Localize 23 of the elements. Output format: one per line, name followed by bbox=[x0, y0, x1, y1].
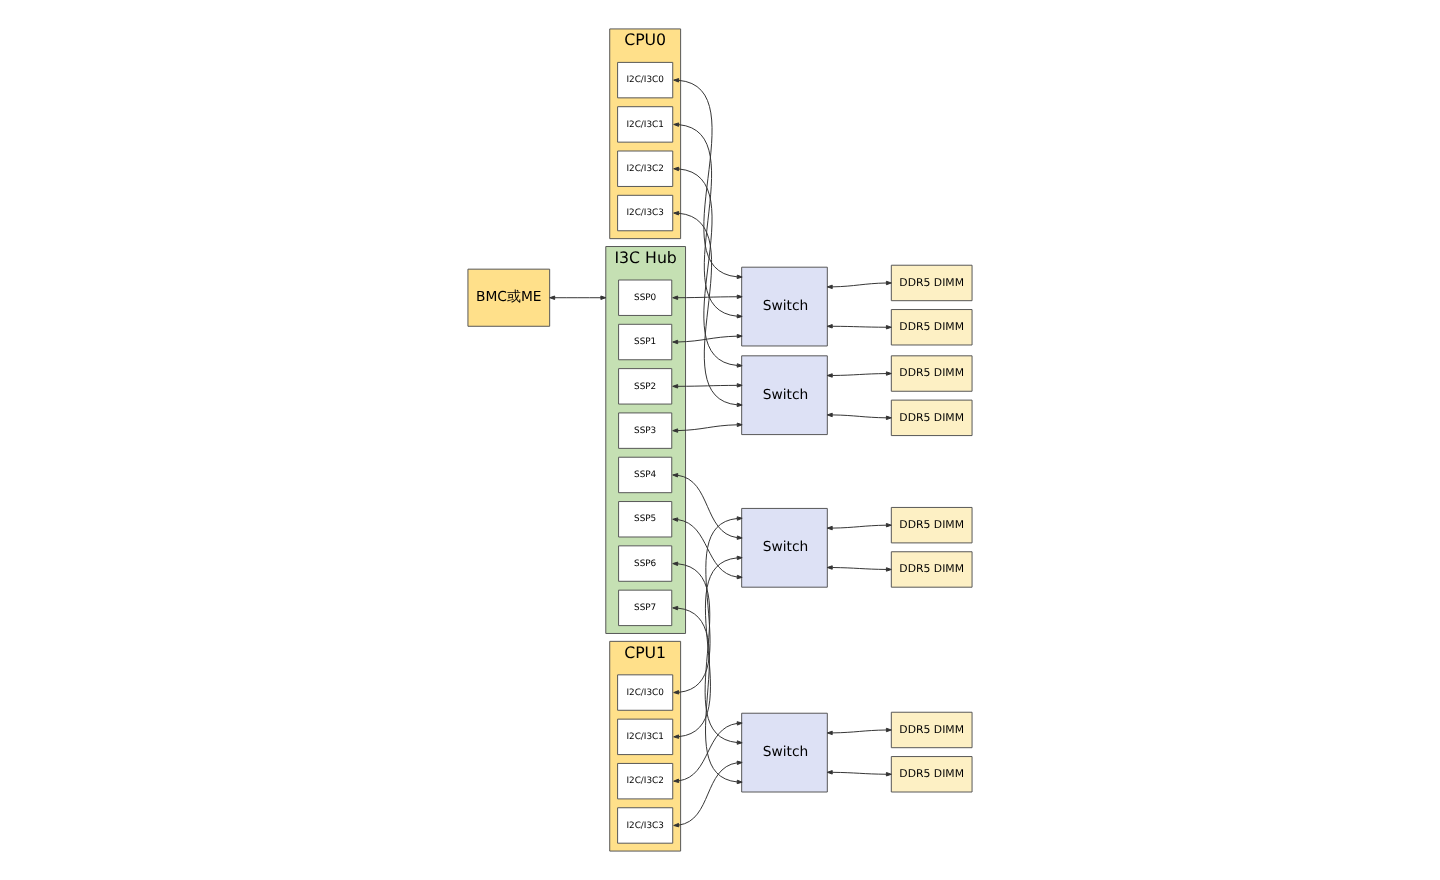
arrow bbox=[673, 721, 743, 784]
arrow bbox=[826, 324, 892, 330]
arrow bbox=[673, 166, 743, 368]
arrow bbox=[672, 473, 743, 540]
arrow bbox=[549, 295, 607, 300]
arrow bbox=[673, 211, 743, 408]
arrow bbox=[826, 371, 892, 378]
arrow bbox=[826, 280, 892, 290]
arrow bbox=[672, 517, 743, 580]
arrow bbox=[673, 516, 743, 695]
arrow bbox=[673, 760, 743, 828]
arrow bbox=[673, 122, 743, 319]
arrow bbox=[826, 412, 892, 421]
arrow bbox=[672, 605, 743, 785]
arrow bbox=[673, 78, 743, 280]
arrow bbox=[826, 523, 892, 531]
arrow bbox=[672, 422, 743, 433]
arrow bbox=[672, 383, 743, 389]
arrow bbox=[826, 770, 892, 777]
arrow bbox=[672, 294, 743, 300]
arrow bbox=[672, 333, 743, 345]
arrow bbox=[826, 565, 892, 572]
arrow bbox=[826, 727, 892, 736]
